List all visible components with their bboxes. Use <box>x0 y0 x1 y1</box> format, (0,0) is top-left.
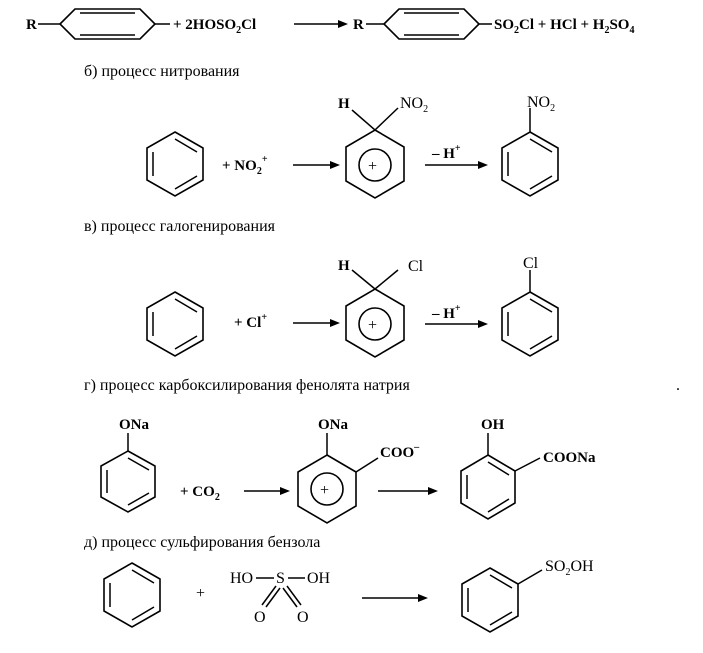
benzene-ring-g2 <box>460 454 516 520</box>
no2-product-label-b: NO2 <box>527 94 555 114</box>
coona-label: COONa <box>543 450 596 466</box>
ring-v2-db1 <box>529 298 553 313</box>
o-right-label: O <box>297 609 309 626</box>
reaction-g: ONa + CO2 ONa + COO– OH COONa <box>100 417 596 524</box>
ona-label-2: ONa <box>318 417 349 433</box>
ring-d2-db2 <box>489 611 513 626</box>
arrow-v1-head <box>330 319 340 327</box>
so2oh-label: SO2OH <box>545 558 594 578</box>
coo-label: COO– <box>380 442 420 461</box>
sigma-complex-circle-g <box>310 472 344 506</box>
bond-h-b <box>351 109 376 131</box>
r-right-label: R <box>353 17 364 33</box>
bond-cl-v <box>374 269 399 290</box>
benzene-ring-v1 <box>146 291 204 357</box>
r-left-label: R <box>26 17 37 33</box>
reaction-v: + Cl+ + H Cl – H+ Cl <box>146 255 559 358</box>
caption-carboxylation: г) процесс карбоксилирования фенолята на… <box>84 377 410 394</box>
reagent-a: + 2HOSO2Cl <box>173 17 256 36</box>
oh-label-d: OH <box>307 570 331 587</box>
products-a: SO2Cl + HCl + H2SO4 <box>494 17 634 36</box>
bond-s-o-left-1 <box>261 585 277 606</box>
ring-v2-db2 <box>529 335 553 350</box>
ring-b2-db2 <box>529 175 553 190</box>
h-label-v: H <box>338 258 350 274</box>
oh-label-g: OH <box>481 417 505 433</box>
sigma-complex-circle-v <box>358 307 392 341</box>
ona-label-1: ONa <box>119 417 150 433</box>
benzene-ring-d1 <box>103 562 161 628</box>
ring-b1-db1 <box>174 138 198 153</box>
reagent-no2-plus: + NO2+ <box>222 154 268 177</box>
ring-g2-db2 <box>487 498 510 513</box>
arrow-a-head <box>338 20 348 28</box>
sigma-complex-ring-v <box>345 288 405 358</box>
reaction-a: R + 2HOSO2Cl R SO2Cl + HCl + H2SO4 <box>26 8 634 40</box>
arrow-g1-head <box>280 487 290 495</box>
ring-g1-db2 <box>127 492 150 506</box>
bond-coo-g <box>355 457 379 473</box>
benzene-ring-b1 <box>146 131 204 197</box>
bond-s-o-left-2 <box>265 587 281 608</box>
arrow-g2-head <box>428 487 438 495</box>
s-label-d: S <box>276 570 285 587</box>
caption-nitration: б) процесс нитрования <box>84 63 240 80</box>
ring-d2-db1 <box>489 574 513 589</box>
benzene-ring-g1 <box>100 450 156 513</box>
reaction-d: + HO S OH O O SO2OH <box>103 558 594 633</box>
ho-label-d: HO <box>230 570 253 587</box>
plus-d: + <box>196 585 205 602</box>
arrow-b1-head <box>330 161 340 169</box>
minus-h-b: – H+ <box>431 143 461 162</box>
ring-b2-db1 <box>529 138 553 153</box>
sigma-complex-ring-b <box>345 129 405 199</box>
caption-halogenation: в) процесс галогенирования <box>84 218 276 235</box>
benzene-ring-v2 <box>501 291 559 357</box>
bond-so2oh <box>517 569 543 585</box>
arrow-d-head <box>418 594 428 602</box>
h-label-b: H <box>338 96 350 112</box>
benzene-ring-d2 <box>461 567 519 633</box>
sigma-complex-circle-b <box>358 148 392 182</box>
cl-product-label-v: Cl <box>523 255 539 272</box>
ring-v1-db2 <box>174 335 198 350</box>
o-left-label: O <box>254 609 266 626</box>
reaction-b: + NO2+ + H NO2 – H+ NO2 <box>146 94 559 199</box>
cl-label-v: Cl <box>408 258 424 275</box>
sigma-plus-sign-b: + <box>368 158 377 175</box>
bond-coona <box>514 457 541 472</box>
no2-label-b: NO2 <box>400 95 428 115</box>
sigma-plus-sign-g: + <box>320 482 329 499</box>
ring-v1-db1 <box>174 298 198 313</box>
ring-d1-db2 <box>131 606 155 621</box>
sigma-plus-sign-v: + <box>368 317 377 334</box>
reagent-cl-plus: + Cl+ <box>234 312 267 331</box>
ring-d1-db1 <box>131 569 155 584</box>
ring-g1-db1 <box>127 457 150 471</box>
ring-g2-db1 <box>487 461 510 476</box>
bond-s-o-right-2 <box>286 585 302 606</box>
arrow-v2-head <box>478 320 488 328</box>
side-mark: . <box>676 377 680 394</box>
ring-b1-db2 <box>174 175 198 190</box>
benzene-ring-b2 <box>501 131 559 197</box>
bond-h-v <box>351 269 376 290</box>
bond-no2-b <box>374 107 399 131</box>
minus-h-v: – H+ <box>431 303 461 322</box>
caption-sulfonation: д) процесс сульфирования бензола <box>84 534 320 551</box>
bond-s-o-right-1 <box>282 587 298 608</box>
arrow-b2-head <box>478 161 488 169</box>
reagent-co2: + CO2 <box>180 484 220 503</box>
